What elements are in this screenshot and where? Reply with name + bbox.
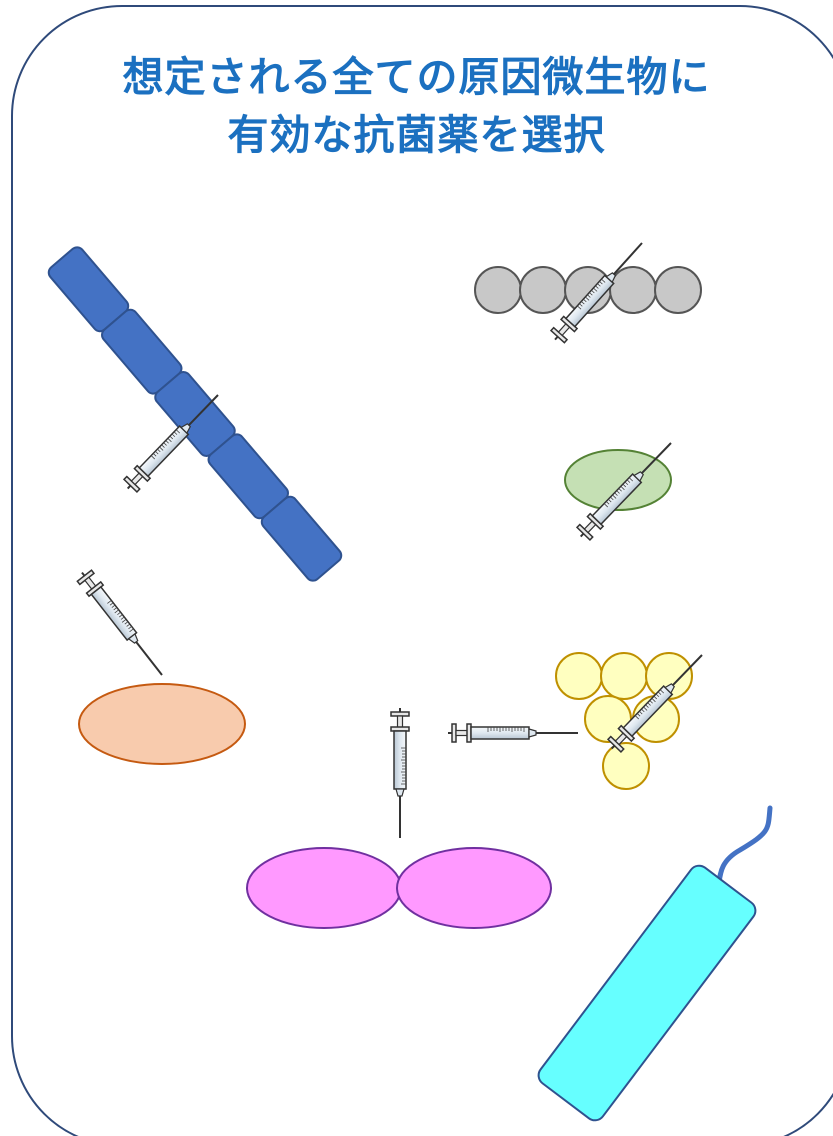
syringe-icon [75,567,169,681]
cluster-cocci [556,653,692,789]
flagellated-rod [535,862,760,1125]
title-line-2: 有効な抗菌薬を選択 [0,106,833,164]
bacillus-chain [46,244,344,583]
title-line-1: 想定される全ての原因微生物に [0,48,833,106]
syringe-icon [448,724,578,742]
orange-oval-organism [79,684,245,764]
diplococcus [247,848,551,928]
syringe-icon [391,708,409,838]
page-title: 想定される全ての原因微生物に 有効な抗菌薬を選択 [0,48,833,164]
